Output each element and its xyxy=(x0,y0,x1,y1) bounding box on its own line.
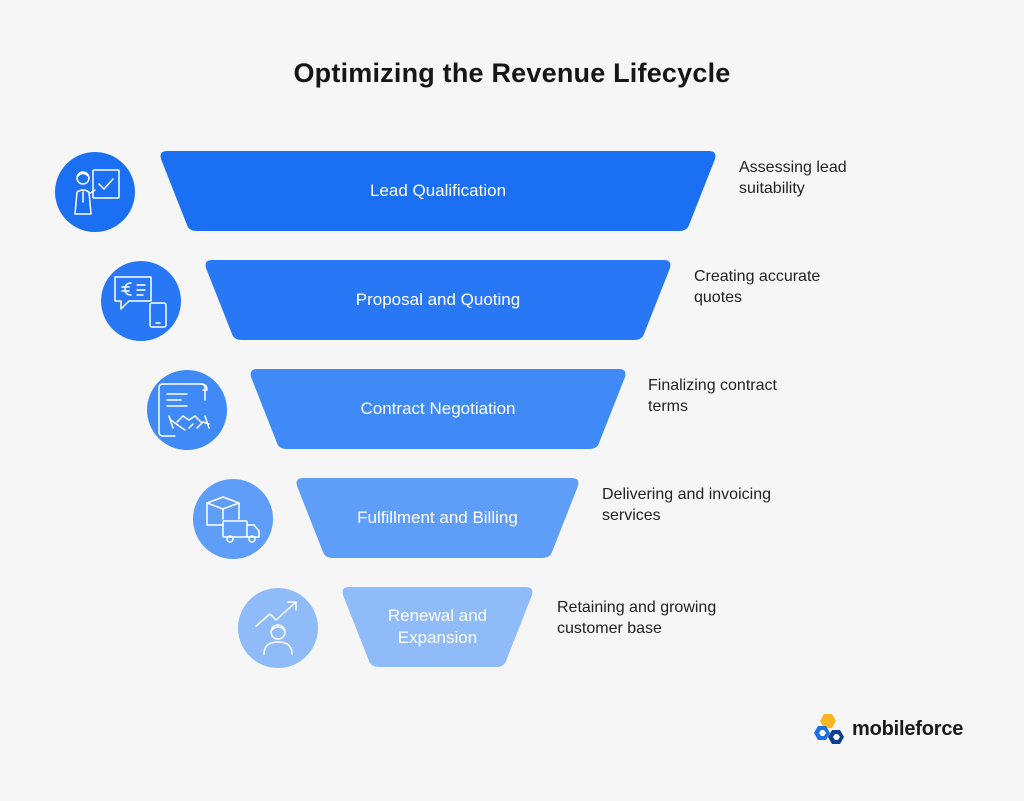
stage-3-label: Contract Negotiation xyxy=(360,398,516,418)
stage-3-bar: Contract Negotiation xyxy=(249,369,627,449)
stage-1-label: Lead Qualification xyxy=(369,180,507,200)
stage-2-shape xyxy=(205,260,671,340)
stage-5-description: Retaining and growing customer base xyxy=(557,599,717,637)
stage-1-description: Assessing lead suitability xyxy=(739,159,847,197)
stage-5-label: Renewal and Expansion xyxy=(387,605,488,647)
presentation-approval-icon xyxy=(74,169,120,215)
stage-4-bar: Fulfillment and Billing xyxy=(295,478,580,558)
stage-2-description: Creating accurate quotes xyxy=(694,268,821,306)
stage-1-bar: Lead Qualification xyxy=(159,151,717,231)
stage-5-shape xyxy=(342,587,533,667)
euro-quote-phone-icon xyxy=(114,276,167,328)
stage-3-shape xyxy=(250,369,626,449)
page-title: Optimizing the Revenue Lifecycle xyxy=(293,58,731,88)
package-truck-icon xyxy=(206,496,260,543)
mobileforce-logo-icon xyxy=(814,714,844,744)
growth-customer-icon xyxy=(255,601,297,655)
stage-5-icon-circle xyxy=(238,588,318,668)
stage-4-icon-circle xyxy=(193,479,273,559)
stage-4-shape xyxy=(296,478,579,558)
stage-5-bar: Renewal and Expansion xyxy=(341,587,534,667)
contract-handshake-icon xyxy=(158,383,210,437)
brand-name: mobileforce xyxy=(852,718,964,740)
stage-2-bar: Proposal and Quoting xyxy=(204,260,672,340)
stage-4-label: Fulfillment and Billing xyxy=(357,507,518,527)
stage-3-description: Finalizing contract terms xyxy=(648,377,777,415)
stage-1-shape xyxy=(160,151,716,231)
stage-4-description: Delivering and invoicing services xyxy=(602,486,771,524)
brand-logo: mobileforce xyxy=(812,712,972,750)
stage-1-icon-circle xyxy=(55,152,135,232)
stage-2-icon-circle xyxy=(101,261,181,341)
stage-3-icon-circle xyxy=(147,370,227,450)
stage-2-label: Proposal and Quoting xyxy=(355,289,521,309)
